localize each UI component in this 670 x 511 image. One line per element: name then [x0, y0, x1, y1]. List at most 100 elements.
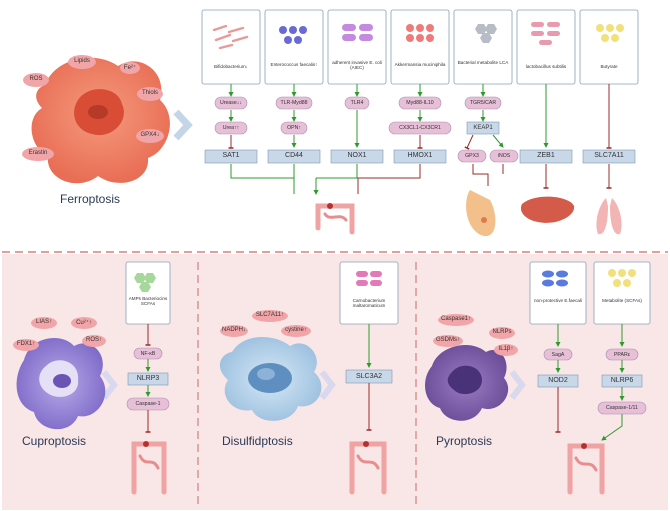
node-urease	[214, 96, 248, 110]
node-sat1	[204, 149, 258, 164]
breast-icon	[466, 190, 496, 237]
akkermansia-icon	[406, 24, 434, 42]
label-nlrp3: NLRP3	[136, 375, 160, 382]
tag-caspase1-pyro: Caspase1↑	[440, 316, 472, 322]
node-inos	[489, 149, 519, 163]
pill-caspase1-11: Caspase-1/11	[606, 405, 638, 411]
label-nod2: NOD2	[548, 377, 568, 384]
card-label-4: Bacterial metabolite LCA	[457, 60, 509, 65]
ferroptosis-title: Ferroptosis	[60, 192, 121, 206]
card-label-5: lactobacillus subtilis	[525, 64, 567, 69]
card-enterococcus	[264, 9, 324, 85]
tag-nadph: NADPH↓	[221, 327, 246, 333]
card-efaecali	[529, 261, 587, 325]
card-label-2: adherent invasive E. coli (AIEC)	[332, 60, 382, 71]
card-label-0: Bifidobacterium↓	[214, 64, 248, 69]
pill-urease: Urease↓↓	[220, 100, 242, 106]
label-slc3a2: SLC3A2	[355, 373, 383, 380]
card-label-carnobacterium: Carnobacterium maltaromaticum	[352, 298, 386, 309]
amps-icon	[134, 273, 156, 292]
node-cd44	[267, 149, 321, 164]
card-label-efaecali: non-protective E.faecali	[533, 298, 582, 303]
scfas-icon	[608, 269, 636, 287]
node-tlr4	[344, 96, 370, 110]
liver-icon	[520, 196, 575, 223]
label-hmox1: HMOX1	[407, 152, 433, 159]
label-cd44: CD44	[285, 152, 303, 159]
pyroptosis-title: Pyroptosis	[436, 434, 493, 448]
pill-saga: SagA	[551, 352, 565, 358]
node-slc7a11	[582, 149, 636, 164]
tag-ros-cupro: ROS↑	[85, 337, 102, 343]
tag-cu: Cu²⁺↑	[76, 320, 92, 326]
tag-lipids: Lipids	[74, 58, 90, 64]
label-inos: iNOS	[497, 153, 511, 159]
ecoli-icon	[342, 24, 373, 41]
disulfidptosis-title: Disulfidptosis	[222, 434, 293, 448]
pill-opn: OPN↑	[287, 125, 301, 131]
label-nox1: NOX1	[347, 152, 367, 159]
lung-icon	[596, 198, 622, 235]
label-sat1: SAT1	[222, 152, 240, 159]
node-zeb1	[519, 149, 573, 164]
card-bifidobacterium	[201, 9, 261, 85]
card-label-scfas: Metabolite (SCFAs)	[602, 298, 642, 303]
chevron-arrow-pyro	[509, 370, 526, 400]
card-lca	[453, 9, 513, 85]
node-opn	[280, 121, 308, 135]
card-label-1: Enterococcus faecalis↑	[270, 62, 318, 67]
tag-fe: Fe²⁺	[123, 65, 137, 71]
pill-tlr-myd88: TLR-Myd88	[280, 100, 308, 106]
carnobacterium-icon	[356, 271, 382, 286]
card-amps	[125, 261, 171, 325]
pill-nfkb: NF-κB	[140, 351, 156, 357]
pill-keap1: KEAP1	[473, 125, 493, 131]
label-zeb1: ZEB1	[537, 152, 555, 159]
pill-tgr5: TGR5/CAR	[469, 100, 497, 106]
card-aiec	[327, 9, 387, 85]
label-gpx3: GPX3	[465, 153, 479, 159]
node-tgr5	[464, 96, 502, 110]
pill-urea: Urea↑↑	[222, 125, 240, 131]
lca-metabolite-icon	[475, 24, 497, 43]
node-myd88-il10	[398, 96, 442, 110]
tag-slc7a11: SLC7A11↑	[255, 312, 285, 318]
node-urea	[214, 121, 248, 135]
card-carnobacterium	[339, 261, 399, 325]
tag-il1b: IL1β↑	[498, 346, 514, 352]
lactobacillus-icon	[531, 22, 560, 45]
bifidobacterium-icon	[212, 24, 249, 50]
tag-lias: LIAS↑	[35, 319, 52, 325]
pill-ppar: PPARε	[613, 352, 631, 358]
chevron-arrow-ferro	[173, 109, 193, 141]
tag-erastin: Erastin	[28, 150, 48, 156]
pill-myd88-il10: Myd88-IL10	[406, 100, 434, 106]
node-nox1	[330, 149, 384, 164]
node-tlr-myd88	[275, 96, 313, 110]
intestine-icon-ferro	[315, 203, 355, 235]
node-cx3cl1	[388, 121, 452, 135]
card-akkermansia	[390, 9, 450, 85]
card-lactobacillus	[516, 9, 576, 85]
tag-nlrps: NLRPs	[492, 329, 512, 335]
node-keap1	[466, 121, 500, 135]
node-hmox1	[393, 149, 447, 164]
tag-cystine: cystine↑	[285, 327, 307, 333]
label-slc7a11: SLC7A11	[594, 152, 624, 159]
pill-tlr4: TLR4	[350, 100, 364, 106]
enterococcus-icon	[279, 26, 307, 44]
tag-fdx1: FDX1↑	[16, 341, 36, 347]
card-label-3: Akkermansia muciniphila	[394, 62, 446, 67]
chevron-arrow-cupro	[101, 370, 118, 400]
label-nlrp6: NLRP6	[610, 377, 634, 384]
butyrate-icon	[596, 24, 624, 42]
tag-thiols: Thiols	[141, 90, 158, 96]
tag-gsdms: GSDMs↑	[436, 337, 460, 343]
pill-cx3cl1: CX3CL1-CX3CR1	[399, 125, 441, 131]
card-butyrate	[579, 9, 639, 85]
pill-caspase1: Caspase-1	[135, 401, 161, 407]
tag-ros: ROS	[29, 76, 43, 82]
cuproptosis-title: Cuproptosis	[22, 434, 87, 448]
